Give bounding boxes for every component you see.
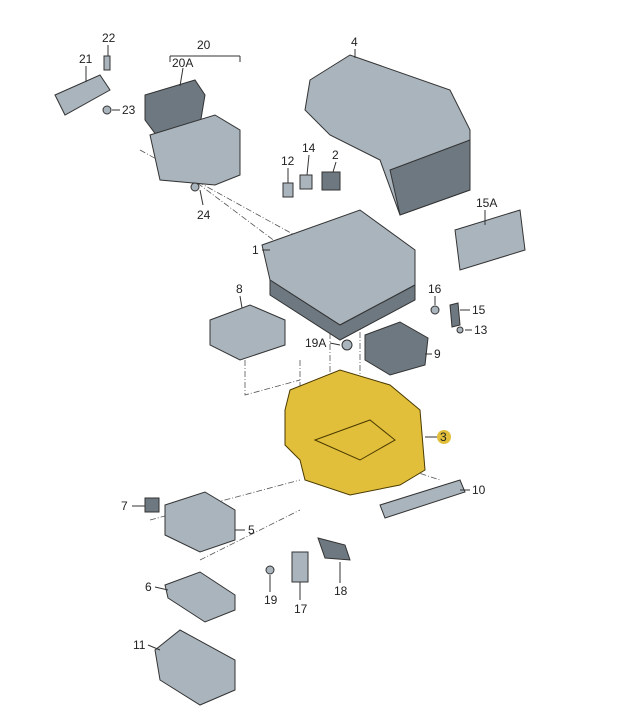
label-19a: 19A — [305, 336, 326, 350]
label-17: 17 — [294, 602, 308, 616]
label-9: 9 — [434, 347, 441, 361]
part-15a-strip — [454, 209, 526, 271]
part-9-relay — [364, 321, 429, 376]
part-22-screw — [103, 55, 111, 71]
label-11: 11 — [133, 638, 146, 652]
part-3-badge — [437, 430, 451, 444]
part-24-screw — [190, 182, 200, 192]
label-24: 24 — [197, 208, 211, 222]
label-7: 7 — [121, 499, 128, 513]
label-20a: 20A — [172, 56, 193, 70]
callout-labels: 22 21 23 20 20A 4 24 12 14 2 1 15A 8 16 … — [79, 31, 497, 652]
part-7 — [144, 497, 160, 513]
part-21-bracket — [54, 74, 111, 116]
label-23: 23 — [122, 103, 136, 117]
label-20: 20 — [197, 38, 211, 52]
part-14 — [299, 174, 313, 190]
label-12: 12 — [281, 154, 295, 168]
label-8: 8 — [236, 282, 243, 296]
label-22: 22 — [102, 31, 116, 45]
label-5: 5 — [248, 523, 255, 537]
label-3: 3 — [440, 430, 447, 444]
part-2 — [321, 171, 341, 191]
part-11-housing — [154, 629, 236, 706]
label-1: 1 — [252, 243, 259, 257]
part-6-block — [164, 571, 236, 623]
part-18 — [317, 537, 351, 561]
label-6: 6 — [145, 580, 152, 594]
label-10: 10 — [472, 483, 486, 497]
part-13-nut — [456, 326, 464, 334]
part-15-clip — [449, 302, 461, 328]
part-5-block — [164, 491, 236, 553]
part-8-relay-carrier — [209, 304, 286, 361]
label-15a: 15A — [476, 196, 497, 210]
label-2: 2 — [332, 148, 339, 162]
label-13: 13 — [474, 323, 488, 337]
leader-lines — [85, 45, 486, 651]
label-16: 16 — [428, 282, 442, 296]
label-14: 14 — [302, 141, 316, 155]
part-19-screw — [265, 565, 275, 575]
part-19a-nut — [341, 339, 353, 351]
part-16-bolt — [430, 305, 440, 315]
label-19: 19 — [264, 593, 278, 607]
part-23-nut — [102, 105, 112, 115]
part-17 — [291, 551, 309, 583]
part-10-strip — [379, 479, 466, 519]
label-21: 21 — [79, 52, 93, 66]
label-4: 4 — [351, 35, 358, 49]
label-15: 15 — [472, 303, 486, 317]
label-18: 18 — [334, 584, 348, 598]
part-12 — [282, 182, 294, 198]
